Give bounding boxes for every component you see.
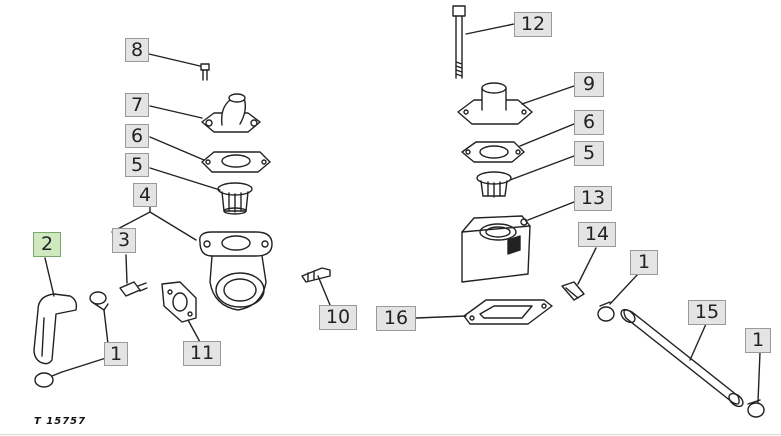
callout-2: 2 <box>33 232 61 257</box>
part-8-bolt <box>200 63 210 81</box>
reference-code: T 15757 <box>34 416 87 427</box>
part-6-gasket-right <box>461 141 525 163</box>
callout-1a: 1 <box>104 342 128 366</box>
callout-1b: 1 <box>630 250 658 275</box>
leader-11 <box>187 319 201 343</box>
callout-6a: 6 <box>125 124 149 148</box>
callout-3: 3 <box>112 228 136 253</box>
leader-9 <box>521 85 575 105</box>
leader-6b <box>519 123 575 147</box>
leader-1a <box>103 309 109 345</box>
leader-5b <box>509 155 575 181</box>
part-12-long-bolt <box>452 5 466 79</box>
leader-1b <box>61 357 107 373</box>
part-2-hose <box>33 293 78 365</box>
part-4-thermostat-housing <box>199 231 273 311</box>
callout-14: 14 <box>578 222 616 247</box>
callout-5a: 5 <box>125 153 149 177</box>
callout-10: 10 <box>319 305 357 330</box>
callout-12: 12 <box>514 12 552 37</box>
part-7-outlet-elbow <box>201 93 261 133</box>
callout-11: 11 <box>183 341 221 366</box>
leader-10 <box>317 275 331 306</box>
part-1-clamp-d <box>747 399 765 418</box>
leader-1c <box>609 273 639 305</box>
callout-7: 7 <box>125 93 149 117</box>
callout-15: 15 <box>688 300 726 325</box>
part-13-housing <box>461 215 531 283</box>
part-5-thermostat-right <box>476 171 512 198</box>
leader-1d <box>757 351 761 403</box>
part-3-fitting <box>119 281 148 297</box>
part-16-gasket <box>463 299 553 325</box>
leader-15 <box>689 323 707 361</box>
callout-6b: 6 <box>574 110 604 135</box>
leader-2 <box>44 257 55 297</box>
part-1-clamp-a <box>89 291 109 311</box>
part-15-tube <box>620 308 744 408</box>
part-1-clamp-c <box>597 301 615 322</box>
callout-4: 4 <box>133 183 157 207</box>
leader-8 <box>148 53 201 67</box>
callout-5b: 5 <box>574 141 604 166</box>
part-1-clamp-b <box>34 371 63 388</box>
part-10-stud <box>301 267 331 283</box>
callout-16: 16 <box>376 306 416 331</box>
leader-14 <box>577 247 597 285</box>
part-6-gasket <box>201 151 271 173</box>
leader-6a <box>149 136 205 161</box>
leader-5a <box>149 167 221 191</box>
callout-9: 9 <box>574 72 604 97</box>
leader-7 <box>149 105 203 119</box>
part-11-gasket <box>161 281 197 323</box>
callout-8: 8 <box>125 38 149 62</box>
leader-13 <box>527 201 575 221</box>
leader-3 <box>125 254 128 284</box>
bottom-rule <box>0 434 781 435</box>
callout-1c: 1 <box>745 328 771 353</box>
part-14-fitting <box>561 281 585 301</box>
part-9-outlet <box>457 82 533 125</box>
part-5-thermostat <box>217 182 253 215</box>
callout-13: 13 <box>574 186 612 211</box>
leader-12 <box>465 23 515 35</box>
leader-16 <box>415 315 467 319</box>
